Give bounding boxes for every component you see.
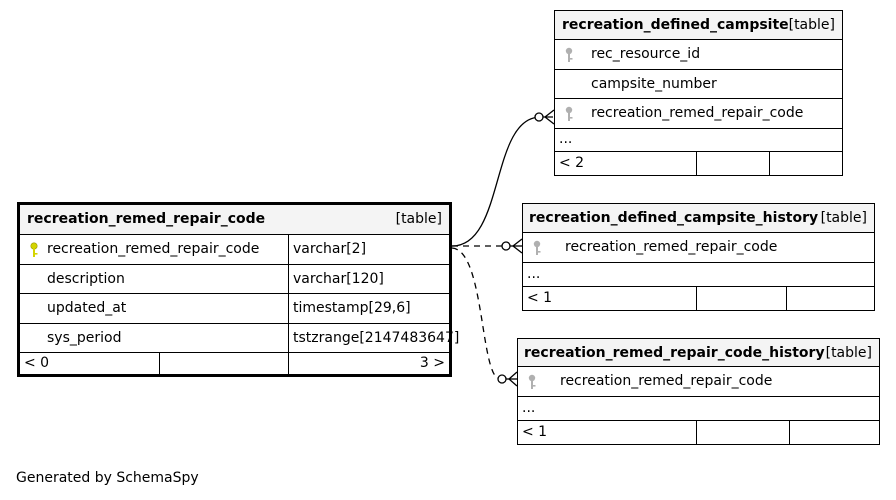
column-name: sys_period <box>47 330 122 346</box>
table-recreation-remed-repair-code-history[interactable]: recreation_remed_repair_code_history [ta… <box>517 338 880 445</box>
more-columns-ellipsis: ... <box>522 400 536 416</box>
table-recreation-remed-repair-code[interactable]: recreation_remed_repair_code [table] rec… <box>17 202 459 377</box>
crowfoot-campsite-history <box>511 238 523 254</box>
foreign-key-icon <box>533 240 541 255</box>
table-type-tag: [table] <box>825 345 872 361</box>
crowfoot-circle-campsite-history <box>501 241 511 251</box>
column-row: recreation_remed_repair_code <box>518 367 879 397</box>
column-name: updated_at <box>47 300 127 316</box>
table-title: recreation_defined_campsite <box>562 17 789 33</box>
table-header: recreation_remed_repair_code_history [ta… <box>518 339 879 367</box>
column-name: description <box>47 271 125 287</box>
table-type-tag: [table] <box>788 17 835 33</box>
crowfoot-repair-code-history <box>508 371 518 387</box>
crowfoot-circle-repair-code-history <box>497 374 507 384</box>
relationship-repair-code-history <box>451 247 501 380</box>
column-name: recreation_remed_repair_code <box>47 241 260 257</box>
table-footer-row: < 2 <box>555 152 842 175</box>
column-row: description varchar[120] <box>20 265 449 294</box>
table-footer-row: < 1 <box>518 421 879 444</box>
column-name: recreation_remed_repair_code <box>565 239 778 255</box>
more-columns-ellipsis: ... <box>527 266 541 282</box>
children-count: 3 > <box>419 355 445 371</box>
table-type-tag: [table] <box>395 211 442 227</box>
column-type: tstzrange[2147483647] <box>293 330 460 346</box>
table-recreation-defined-campsite-history[interactable]: recreation_defined_campsite_history [tab… <box>522 203 875 311</box>
table-header: recreation_defined_campsite_history [tab… <box>523 204 874 233</box>
column-name: recreation_remed_repair_code <box>560 373 773 389</box>
more-columns-ellipsis: ... <box>559 131 573 147</box>
parents-count: < 0 <box>24 355 50 371</box>
column-type: timestamp[29,6] <box>293 300 411 316</box>
crowfoot-campsite <box>543 109 555 125</box>
column-row: recreation_remed_repair_code <box>555 99 842 129</box>
table-title: recreation_defined_campsite_history <box>529 210 819 226</box>
foreign-key-icon <box>565 106 573 121</box>
column-name: campsite_number <box>591 76 717 92</box>
column-row: recreation_remed_repair_code <box>523 233 874 263</box>
column-name: recreation_remed_repair_code <box>591 105 804 121</box>
column-type: varchar[2] <box>293 241 367 257</box>
ellipsis-row: ... <box>518 397 879 421</box>
table-title: recreation_remed_repair_code_history <box>524 345 825 361</box>
primary-key-icon <box>30 242 38 257</box>
column-row: campsite_number <box>555 70 842 99</box>
table-footer-row: < 0 3 > <box>20 353 449 374</box>
crowfoot-circle-campsite <box>534 112 544 122</box>
table-header: recreation_remed_repair_code [table] <box>20 205 449 235</box>
column-row: updated_at timestamp[29,6] <box>20 294 449 324</box>
column-row: rec_resource_id <box>555 40 842 70</box>
ellipsis-row: ... <box>523 263 874 287</box>
ellipsis-row: ... <box>555 129 842 152</box>
table-type-tag: [table] <box>820 210 867 226</box>
column-row: recreation_remed_repair_code varchar[2] <box>20 235 449 265</box>
foreign-key-icon <box>528 374 536 389</box>
parents-count: < 2 <box>559 155 585 171</box>
relationship-campsite <box>451 116 553 247</box>
table-recreation-defined-campsite[interactable]: recreation_defined_campsite [table] rec_… <box>554 10 843 176</box>
parents-count: < 1 <box>527 290 553 306</box>
generated-by-footer: Generated by SchemaSpy <box>16 470 199 486</box>
parents-count: < 1 <box>522 424 548 440</box>
column-row: sys_period tstzrange[2147483647] <box>20 324 459 353</box>
table-header: recreation_defined_campsite [table] <box>555 11 842 40</box>
table-footer-row: < 1 <box>523 287 874 310</box>
foreign-key-icon <box>565 47 573 62</box>
column-type: varchar[120] <box>293 271 384 287</box>
column-name: rec_resource_id <box>591 46 701 62</box>
table-title: recreation_remed_repair_code <box>27 211 266 227</box>
